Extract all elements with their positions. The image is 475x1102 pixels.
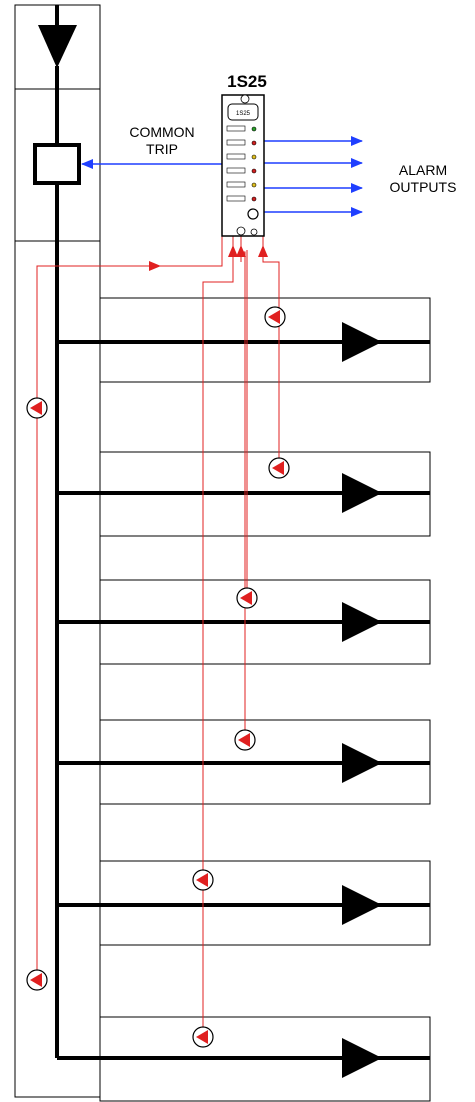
sensor-icon	[192, 869, 214, 891]
sensor-icon	[192, 1026, 214, 1048]
alarm-outputs-label-line2: OUTPUTS	[389, 179, 457, 195]
device-panel: 1S25	[221, 94, 265, 237]
trip-valve-icon	[33, 143, 81, 185]
device-reset-knob-icon	[247, 208, 259, 220]
branch-boxes	[99, 297, 431, 1102]
sensor-icon	[26, 397, 48, 419]
common-trip-label: COMMON TRIP	[112, 124, 212, 158]
sensor-icon	[236, 587, 258, 609]
device-screw-icon	[236, 226, 246, 236]
device-terminal-icon	[250, 228, 258, 236]
alarm-output-arrows	[262, 136, 363, 217]
flow-arrow-icon	[342, 1038, 382, 1078]
sensor-icon	[264, 306, 286, 328]
sensor-icon	[234, 729, 256, 751]
alarm-outputs-label: ALARM OUTPUTS	[378, 162, 468, 196]
flow-arrow-icon	[342, 322, 382, 362]
svg-text:1S25: 1S25	[236, 111, 251, 117]
sensor-icon	[26, 969, 48, 991]
device-logo	[227, 103, 259, 121]
inlet-flow	[38, 5, 77, 68]
branch-flows	[57, 322, 430, 1078]
signal-wiring	[36, 236, 280, 1037]
inlet-arrow-icon	[38, 25, 77, 68]
flow-arrow-icon	[342, 602, 382, 642]
sensors	[26, 306, 290, 1048]
common-trip-label-line1: COMMON	[129, 124, 195, 140]
device-screw-icon	[240, 94, 250, 104]
flow-arrow-icon	[342, 885, 382, 925]
device-indicators	[226, 125, 257, 202]
alarm-outputs-label-line1: ALARM	[398, 162, 448, 178]
flow-arrow-icon	[342, 743, 382, 783]
common-trip-label-line2: TRIP	[146, 141, 178, 157]
sensor-icon	[268, 457, 290, 479]
flow-arrow-icon	[342, 473, 382, 513]
device-name: 1S25	[227, 72, 267, 91]
